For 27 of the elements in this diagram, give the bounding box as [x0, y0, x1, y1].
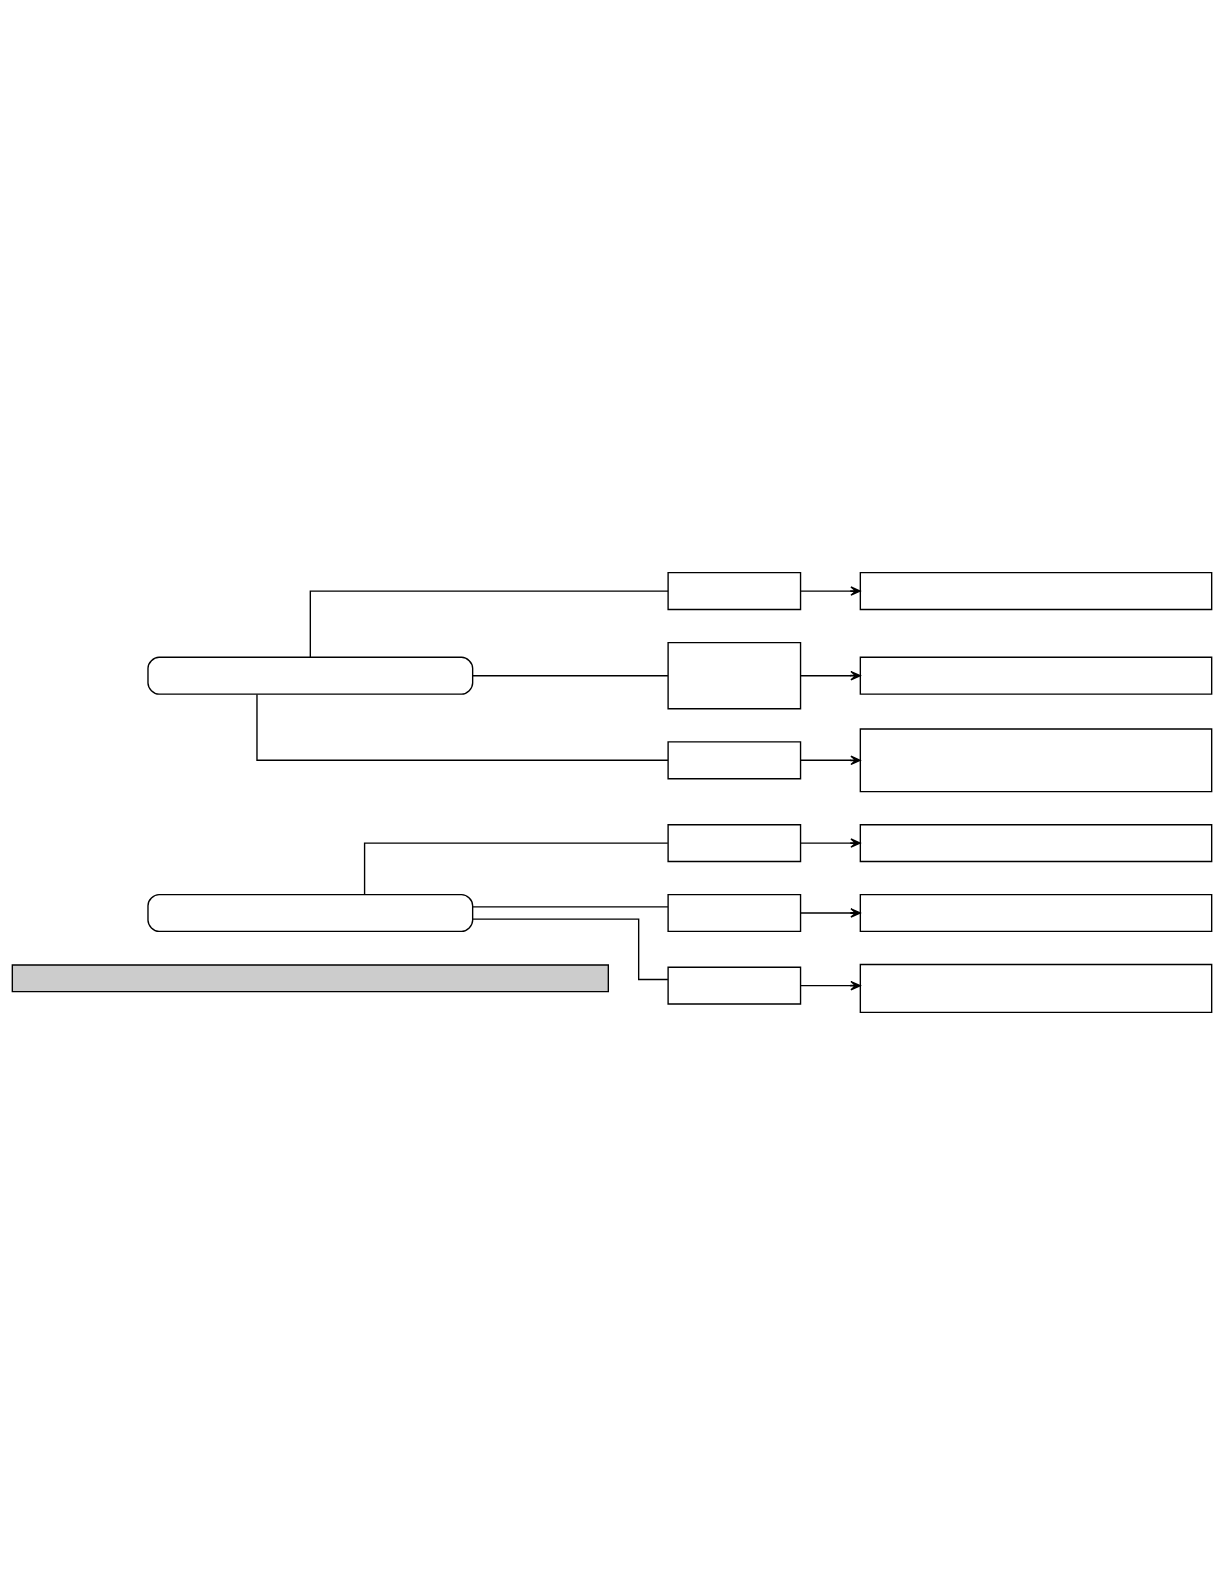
node-box — [147, 656, 474, 695]
arrow — [800, 907, 861, 918]
node-box — [859, 656, 1213, 695]
connector — [256, 693, 669, 761]
node-box — [667, 823, 802, 862]
arrow — [800, 670, 861, 681]
node-box — [667, 893, 802, 932]
node-box — [859, 823, 1213, 862]
connector — [472, 905, 669, 908]
node-bar — [11, 963, 609, 992]
arrow — [800, 754, 861, 765]
connector — [472, 917, 669, 980]
arrow — [800, 980, 861, 990]
node-box — [859, 963, 1213, 1013]
arrow — [800, 837, 861, 848]
connector — [363, 841, 669, 895]
node-box — [147, 893, 474, 932]
node-box — [667, 966, 802, 1005]
connector — [309, 589, 669, 658]
node-box — [859, 727, 1213, 792]
node-box — [859, 893, 1213, 932]
arrow — [800, 585, 861, 596]
node-box — [667, 571, 802, 610]
connector — [472, 674, 669, 676]
node-box — [667, 641, 802, 709]
node-box — [859, 571, 1213, 610]
node-box — [667, 740, 802, 779]
